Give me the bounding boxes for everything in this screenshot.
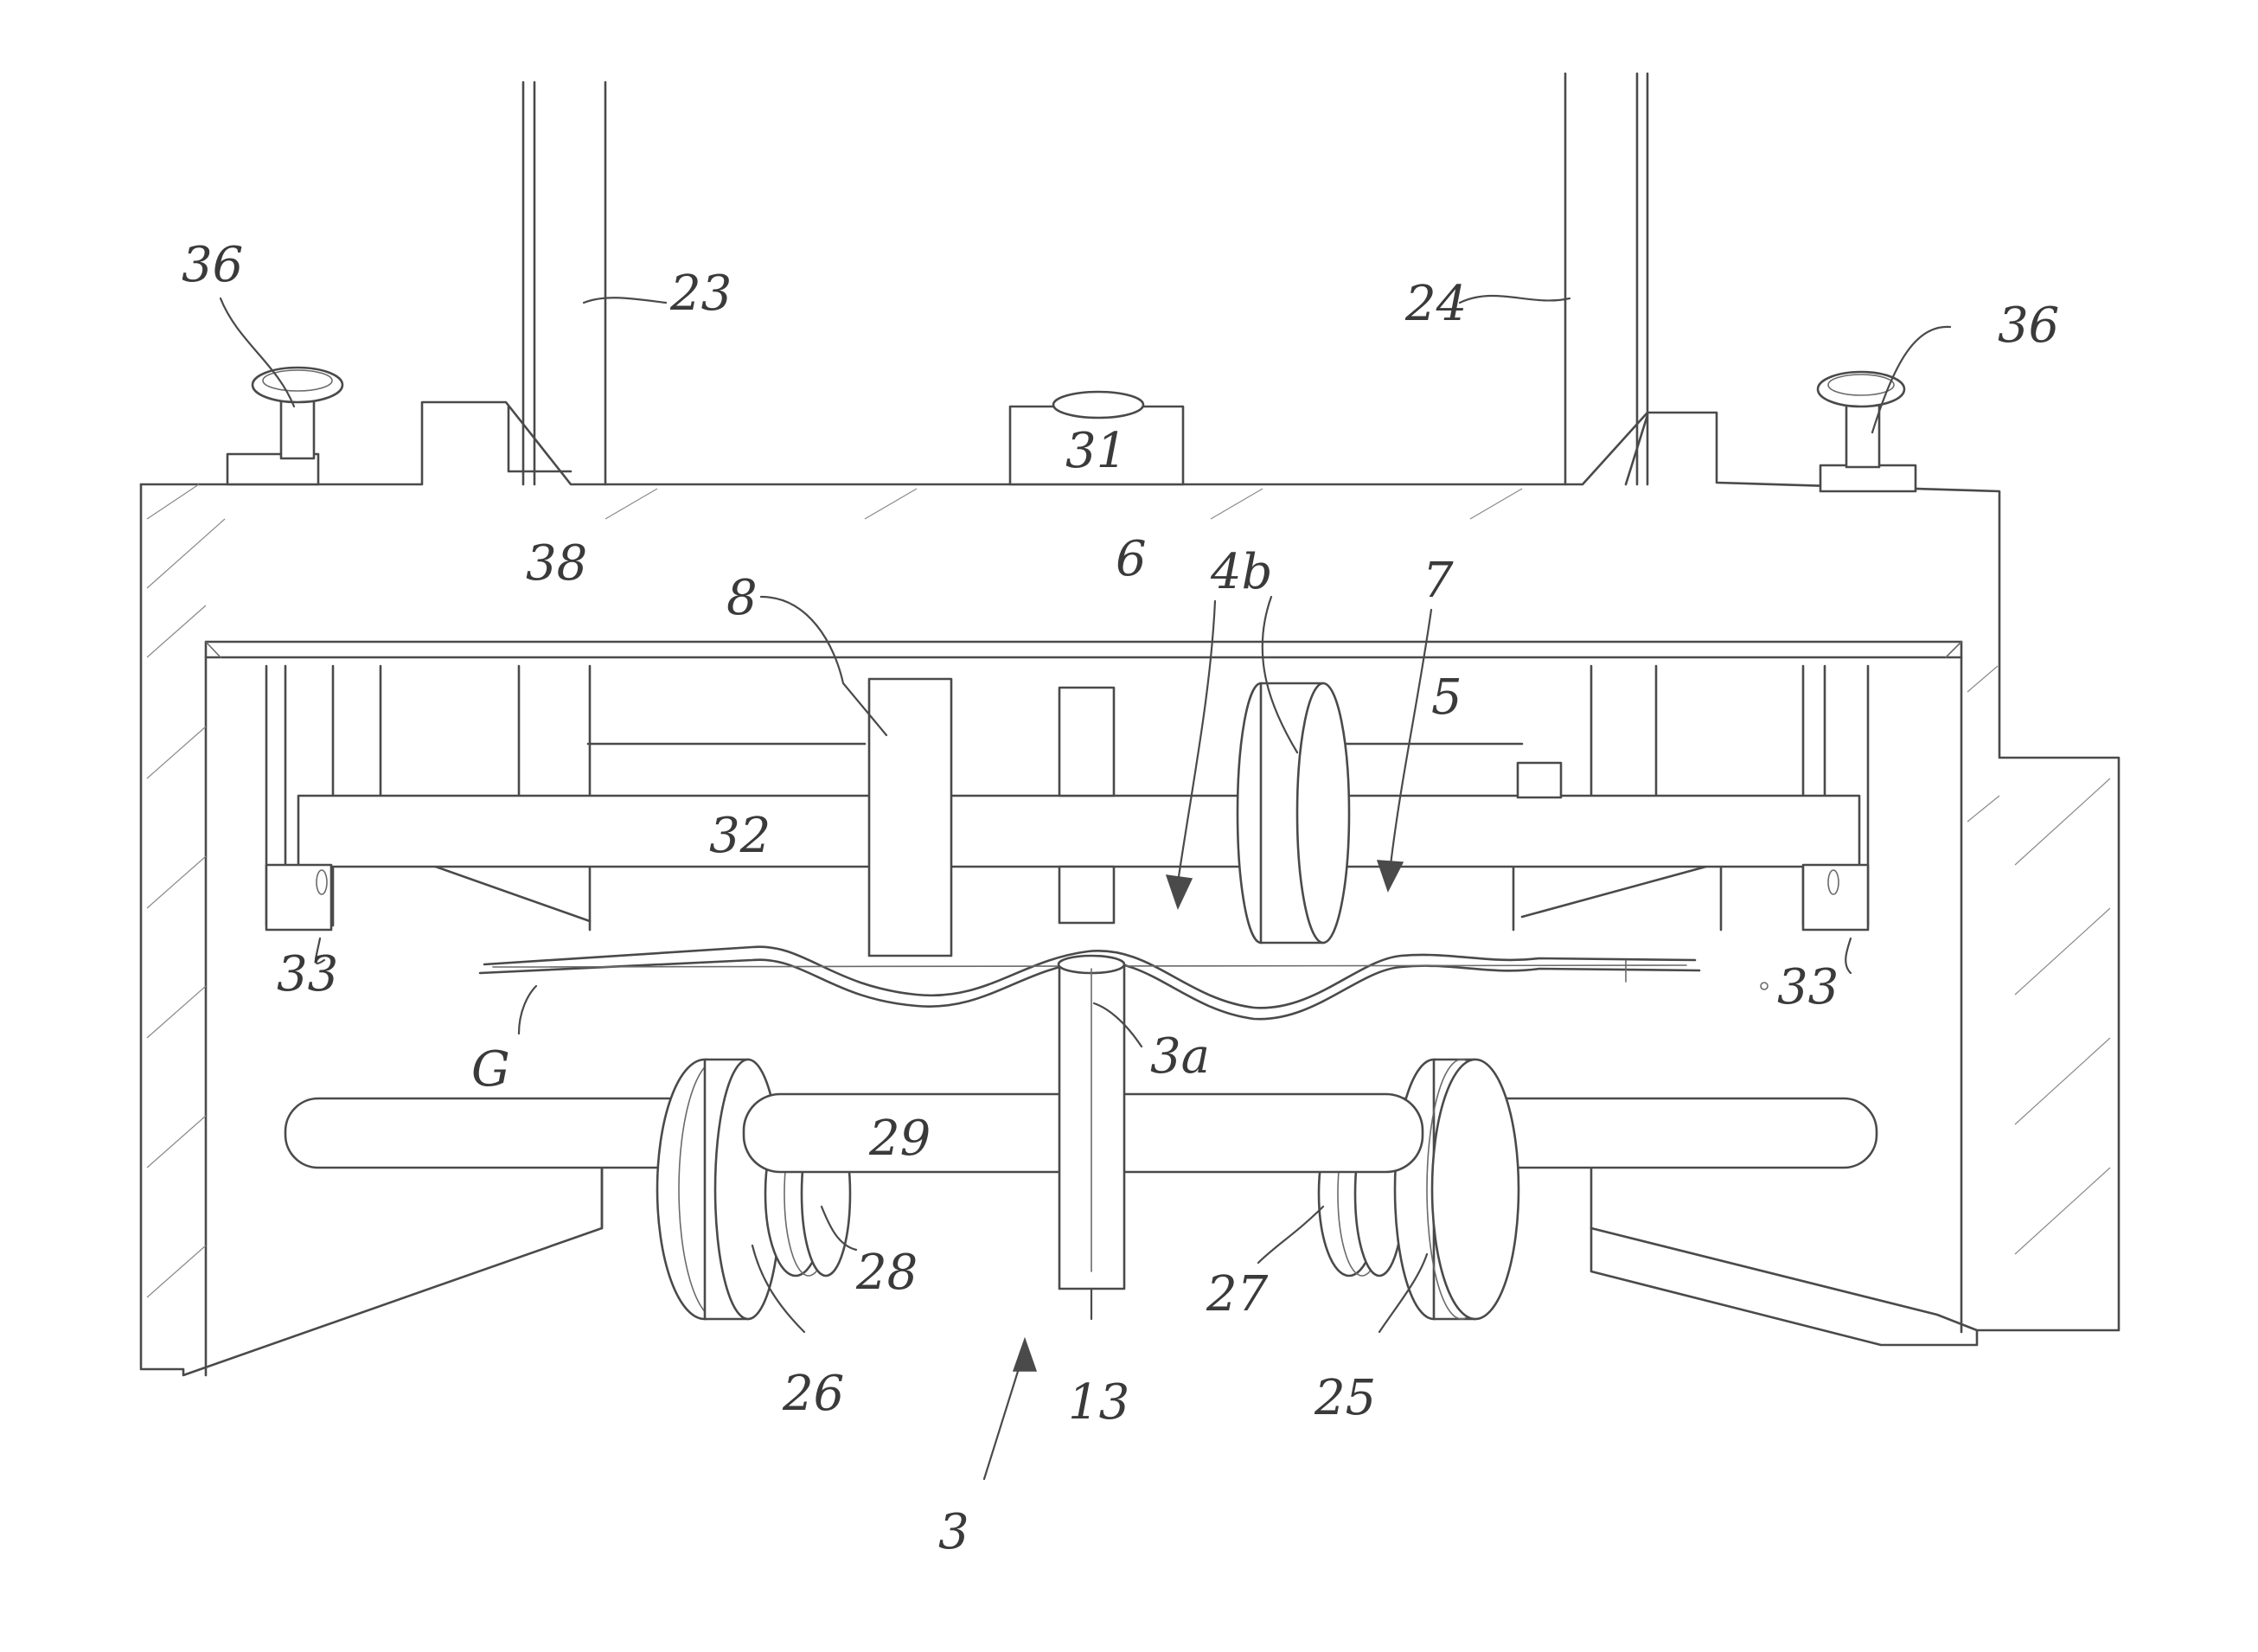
label-28: 28 <box>855 1245 918 1301</box>
label-27: 27 <box>1206 1266 1269 1322</box>
label-G: G <box>471 1041 510 1098</box>
label-36-left: 36 <box>182 237 243 293</box>
lower-assembly <box>285 956 1877 1319</box>
label-13: 13 <box>1068 1374 1129 1431</box>
label-33-left: 33 <box>277 946 338 1002</box>
reference-labels: 36 36 23 24 31 38 8 6 4b 7 5 32 33 33 G … <box>182 237 2059 1560</box>
label-36-right: 36 <box>1998 298 2059 354</box>
label-38: 38 <box>526 535 587 592</box>
label-6: 6 <box>1116 531 1147 587</box>
small-hole-mark <box>1761 983 1768 989</box>
upper-assembly <box>266 666 1868 956</box>
knob-right <box>1818 372 1916 491</box>
label-7: 7 <box>1423 553 1454 609</box>
label-33-right: 33 <box>1777 959 1839 1015</box>
label-24: 24 <box>1404 276 1467 332</box>
rod-24 <box>1565 74 1647 484</box>
label-3: 3 <box>938 1504 969 1560</box>
label-8: 8 <box>726 570 758 626</box>
knob-left <box>227 368 342 484</box>
label-29: 29 <box>868 1111 931 1167</box>
label-3a: 3a <box>1150 1028 1210 1085</box>
label-26: 26 <box>782 1366 844 1422</box>
label-4b: 4b <box>1210 544 1272 600</box>
label-31: 31 <box>1065 423 1127 479</box>
label-32: 32 <box>709 808 771 864</box>
label-25: 25 <box>1314 1370 1376 1426</box>
rod-23 <box>509 82 605 484</box>
label-23: 23 <box>669 266 732 322</box>
label-5: 5 <box>1431 669 1462 726</box>
